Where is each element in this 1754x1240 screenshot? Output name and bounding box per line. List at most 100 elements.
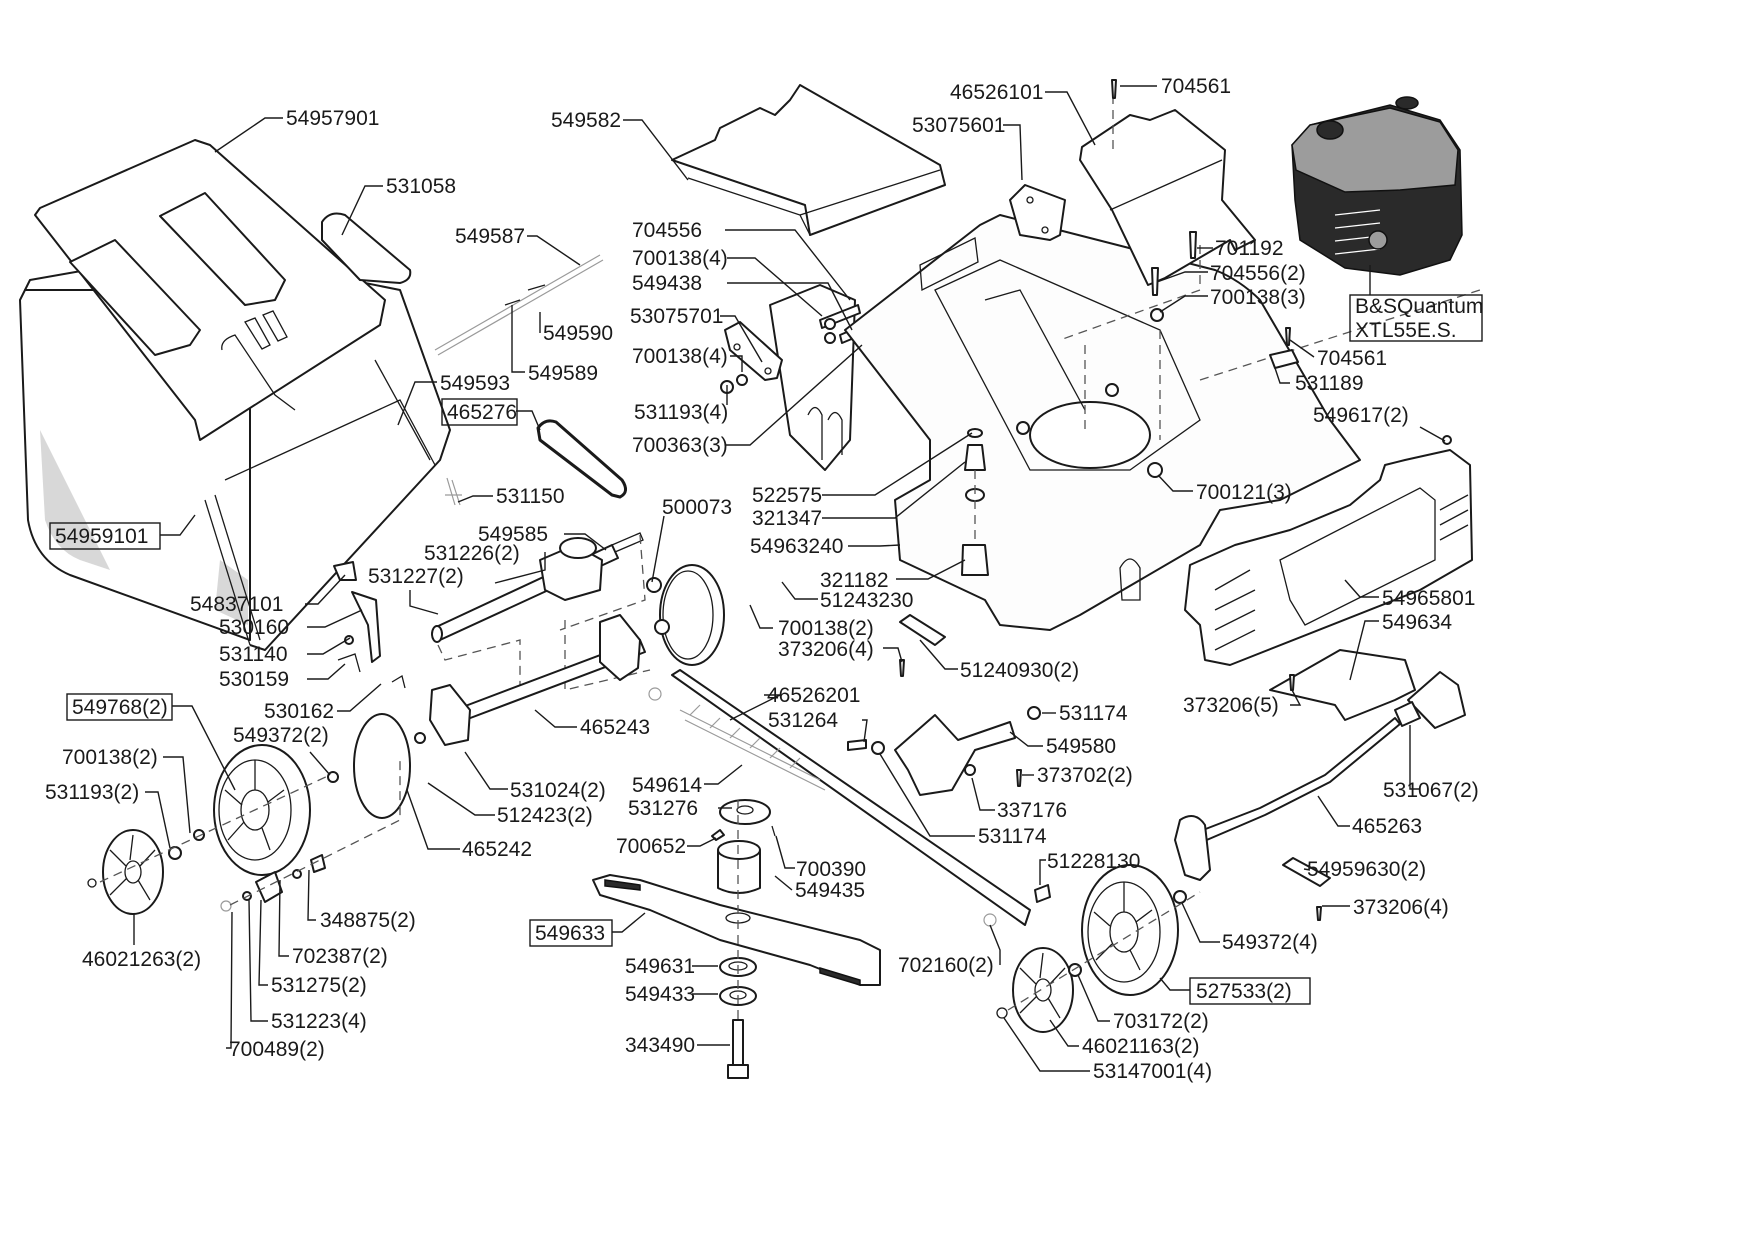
label-549438[interactable]: 549438: [632, 272, 702, 295]
label-549614[interactable]: 549614: [632, 774, 702, 797]
label-343490[interactable]: 343490: [625, 1034, 695, 1057]
label-530159[interactable]: 530159: [219, 668, 289, 691]
label-465263[interactable]: 465263: [1352, 815, 1422, 838]
label-531226[interactable]: 531226(2): [424, 542, 520, 565]
label-549435[interactable]: 549435: [795, 879, 865, 902]
label-531223[interactable]: 531223(4): [271, 1010, 367, 1033]
label-51240930[interactable]: 51240930(2): [960, 659, 1079, 682]
label-46021163[interactable]: 46021163(2): [1082, 1035, 1200, 1058]
label-46526201[interactable]: 46526201: [767, 684, 860, 707]
label-549633[interactable]: 549633: [535, 922, 605, 945]
label-46021263[interactable]: 46021263(2): [82, 948, 201, 971]
label-700138-4-top[interactable]: 700138(4): [632, 247, 728, 270]
label-54959630[interactable]: 54959630(2): [1307, 858, 1426, 881]
label-702387[interactable]: 702387(2): [292, 945, 388, 968]
label-700138-4-bottom[interactable]: 700138(4): [632, 345, 728, 368]
label-46526101[interactable]: 46526101: [950, 81, 1043, 104]
screw-704561: [1111, 79, 1117, 99]
label-701192[interactable]: 701192: [1215, 237, 1284, 260]
wheel-hub-disc-465242: [327, 713, 426, 819]
label-549589[interactable]: 549589: [528, 362, 598, 385]
label-373206-4-right[interactable]: 373206(4): [1353, 896, 1449, 919]
box-549633: [529, 919, 613, 947]
blade-549633: [592, 874, 881, 987]
label-engine-line2[interactable]: XTL55E.S.: [1355, 319, 1457, 342]
label-549433[interactable]: 549433: [625, 983, 695, 1006]
label-531264[interactable]: 531264: [768, 709, 838, 732]
label-321347[interactable]: 321347: [752, 507, 822, 530]
clip-531189: [1269, 349, 1299, 369]
label-704561-top[interactable]: 704561: [1161, 75, 1231, 98]
bolt-704556-2: [1151, 267, 1159, 296]
label-53075601[interactable]: 53075601: [912, 114, 1005, 137]
label-465242[interactable]: 465242: [462, 838, 532, 861]
label-704561-mid[interactable]: 704561: [1317, 347, 1387, 370]
rear-wheel-549768: [213, 744, 311, 876]
label-549372-2[interactable]: 549372(2): [233, 724, 329, 747]
label-700121[interactable]: 700121(3): [1196, 481, 1292, 504]
label-53147001[interactable]: 53147001(4): [1093, 1060, 1212, 1083]
label-53075701[interactable]: 53075701: [630, 305, 723, 328]
label-549617[interactable]: 549617(2): [1313, 404, 1409, 427]
label-512423[interactable]: 512423(2): [497, 804, 593, 827]
label-549631[interactable]: 549631: [625, 955, 695, 978]
label-54963240[interactable]: 54963240: [750, 535, 843, 558]
label-531174-bottom[interactable]: 531174: [978, 825, 1047, 848]
label-531150[interactable]: 531150: [496, 485, 565, 508]
label-700363[interactable]: 700363(3): [632, 434, 728, 457]
label-531140[interactable]: 531140: [219, 643, 288, 666]
label-549590[interactable]: 549590: [543, 322, 613, 345]
label-700138-2-center[interactable]: 700138(2): [778, 617, 874, 640]
label-522575[interactable]: 522575: [752, 484, 822, 507]
label-54837101[interactable]: 54837101: [190, 593, 283, 616]
label-500073[interactable]: 500073: [662, 496, 732, 519]
label-54965801[interactable]: 54965801: [1382, 587, 1475, 610]
label-549593[interactable]: 549593: [440, 372, 510, 395]
label-700138-2-left[interactable]: 700138(2): [62, 746, 158, 769]
label-549582[interactable]: 549582: [551, 109, 621, 132]
label-530160[interactable]: 530160: [219, 616, 289, 639]
label-531024[interactable]: 531024(2): [510, 779, 606, 802]
label-704556[interactable]: 704556: [632, 219, 702, 242]
label-531227[interactable]: 531227(2): [368, 565, 464, 588]
clip-702160: [983, 913, 997, 927]
label-531193-2[interactable]: 531193(2): [45, 781, 139, 804]
label-531276[interactable]: 531276: [628, 797, 698, 820]
label-702160[interactable]: 702160(2): [898, 954, 994, 977]
label-530162[interactable]: 530162: [264, 700, 334, 723]
catcher-frame: [24, 249, 451, 651]
label-348875[interactable]: 348875(2): [320, 909, 416, 932]
label-700652[interactable]: 700652: [616, 835, 686, 858]
label-51243230[interactable]: 51243230: [820, 589, 913, 612]
label-373206-5[interactable]: 373206(5): [1183, 694, 1279, 717]
label-700489[interactable]: 700489(2): [229, 1038, 325, 1061]
label-465276[interactable]: 465276: [447, 401, 517, 424]
label-549372-4[interactable]: 549372(4): [1222, 931, 1318, 954]
label-700138-3[interactable]: 700138(3): [1210, 286, 1306, 309]
label-373702[interactable]: 373702(2): [1037, 764, 1133, 787]
label-54957901[interactable]: 54957901: [286, 107, 379, 130]
label-531174-top[interactable]: 531174: [1059, 702, 1128, 725]
label-465243[interactable]: 465243: [580, 716, 650, 739]
label-engine-line1[interactable]: B&SQuantum: [1355, 295, 1483, 318]
label-704556-2[interactable]: 704556(2): [1210, 262, 1306, 285]
label-531189[interactable]: 531189: [1295, 372, 1364, 395]
label-549580[interactable]: 549580: [1046, 735, 1116, 758]
label-549587[interactable]: 549587: [455, 225, 525, 248]
label-531193-4[interactable]: 531193(4): [634, 401, 728, 424]
label-373206-4-center[interactable]: 373206(4): [778, 638, 874, 661]
label-531058[interactable]: 531058: [386, 175, 456, 198]
label-54959101[interactable]: 54959101: [55, 525, 148, 548]
label-549768[interactable]: 549768(2): [72, 696, 168, 719]
label-549585[interactable]: 549585: [478, 523, 548, 546]
label-549634[interactable]: 549634: [1382, 611, 1452, 634]
label-321182[interactable]: 321182: [820, 569, 889, 592]
label-703172[interactable]: 703172(2): [1113, 1010, 1209, 1033]
label-700390[interactable]: 700390: [796, 858, 866, 881]
label-531275[interactable]: 531275(2): [271, 974, 367, 997]
label-51228130[interactable]: 51228130: [1047, 850, 1140, 873]
rear-flap-549582: [671, 84, 946, 236]
label-527533[interactable]: 527533(2): [1196, 980, 1292, 1003]
label-531067[interactable]: 531067(2): [1383, 779, 1479, 802]
label-337176[interactable]: 337176: [997, 799, 1067, 822]
